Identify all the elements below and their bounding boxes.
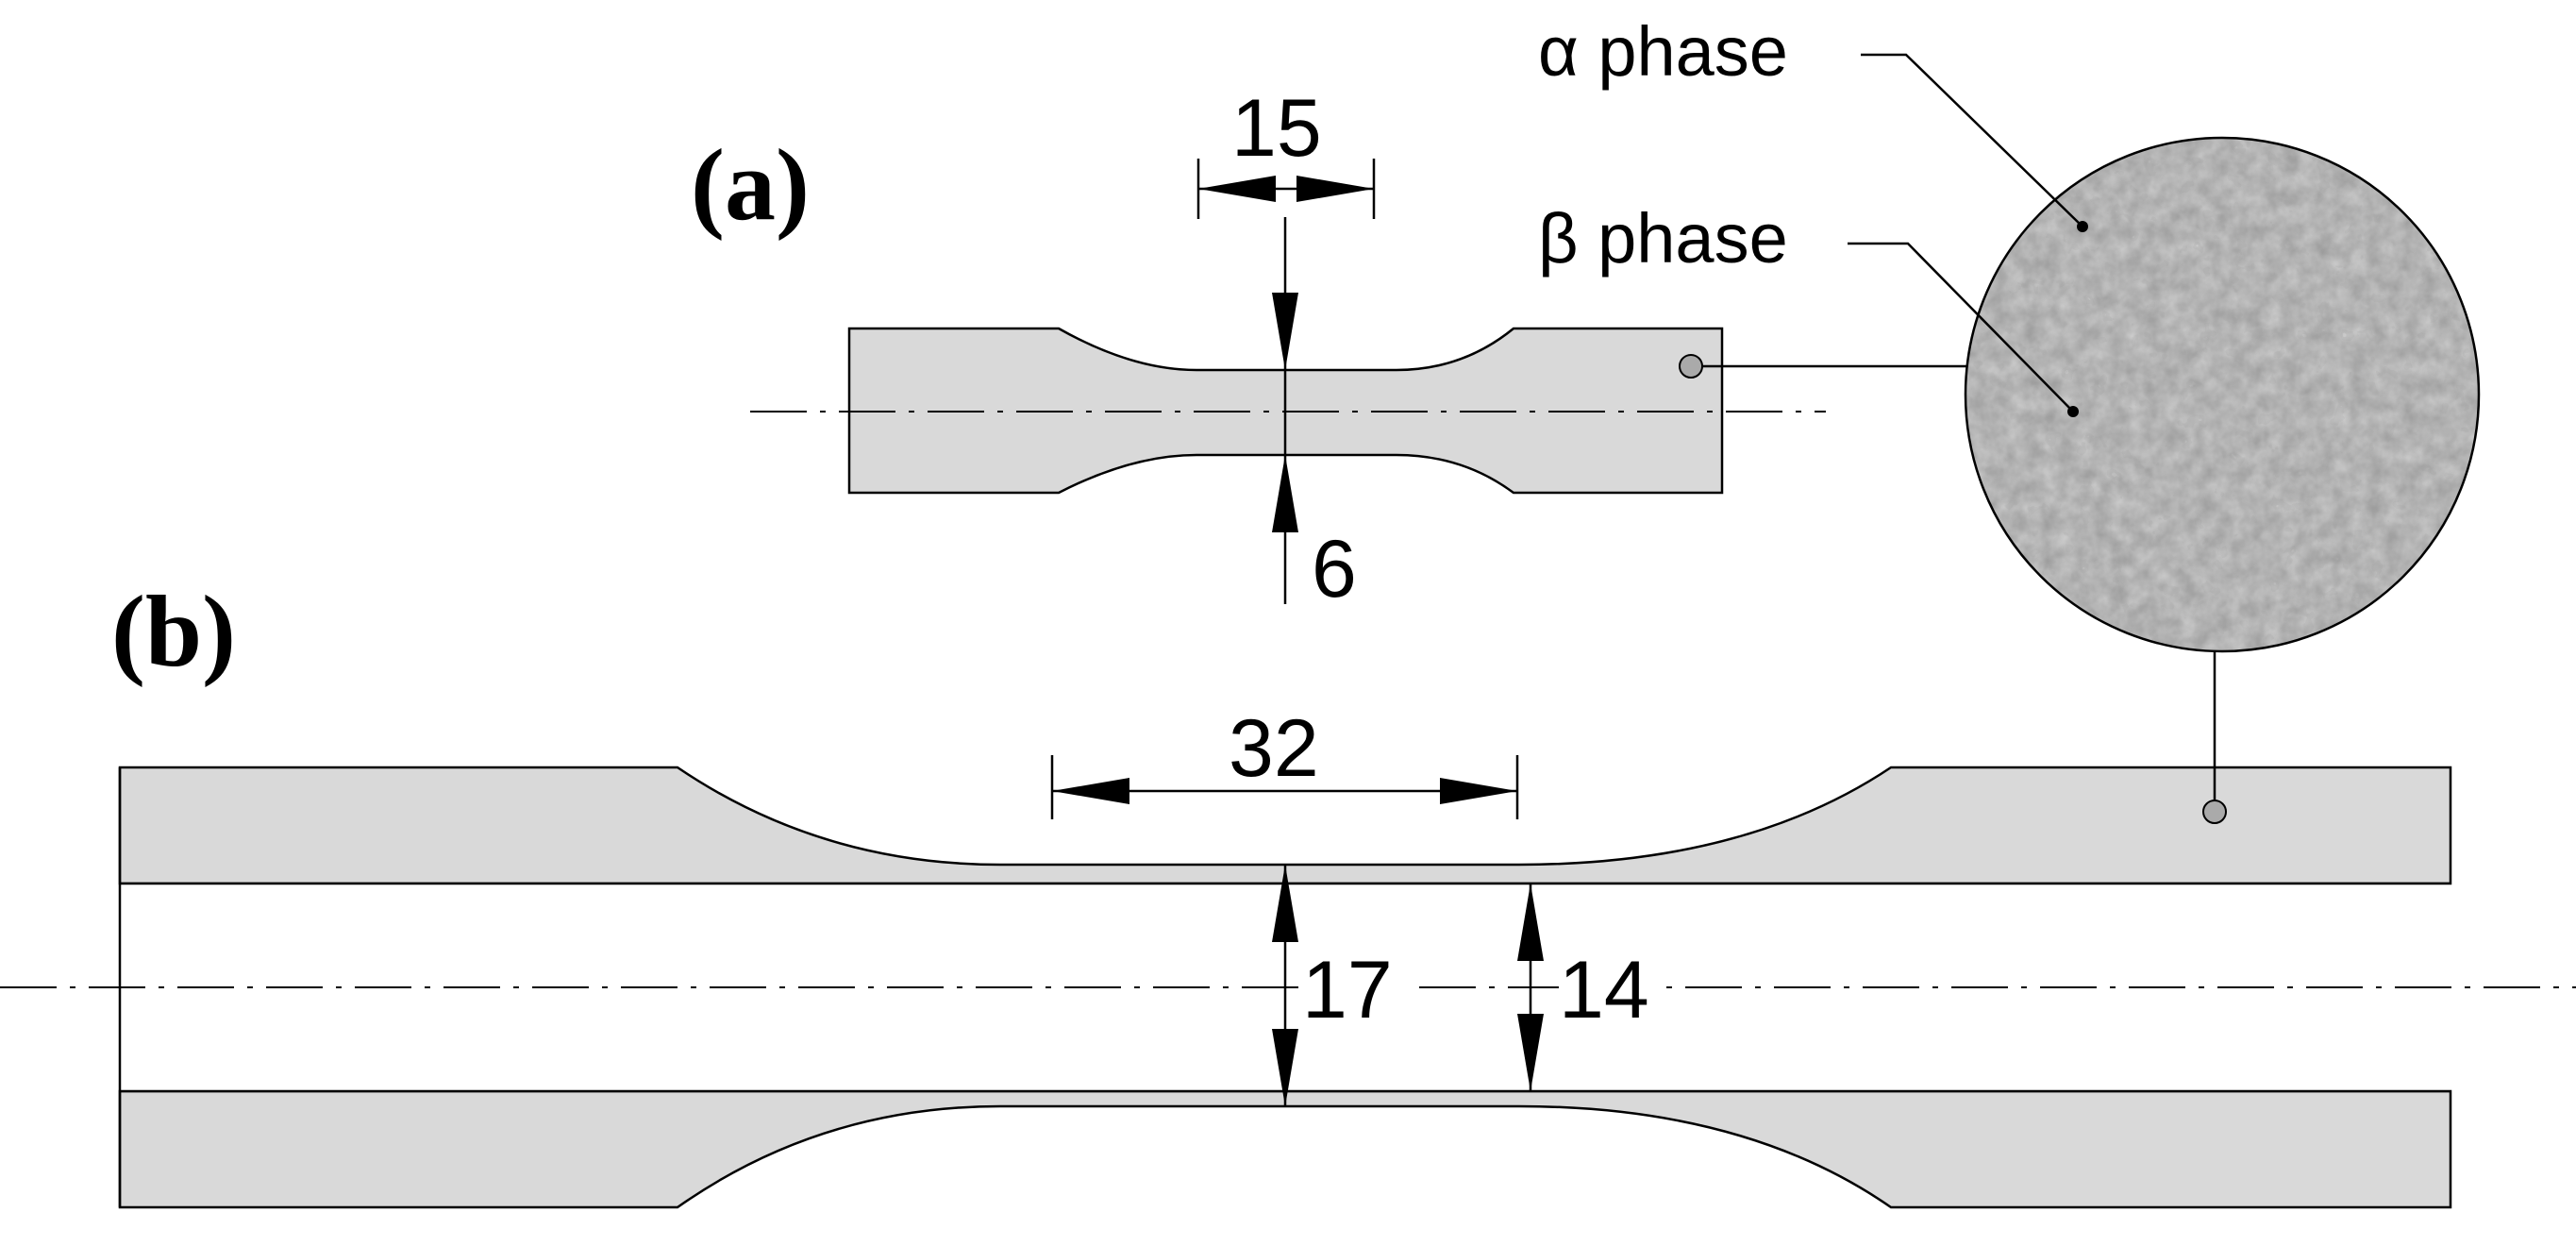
specimen-b-outer-arrow-top xyxy=(1272,865,1298,942)
specimen-b-inner-value: 14 xyxy=(1559,945,1649,1036)
label-a: (a) xyxy=(691,129,810,242)
specimen-b-inner-arrow-top xyxy=(1517,884,1544,961)
beta-phase-marker xyxy=(2067,406,2079,417)
specimen-b-lower-wall xyxy=(118,1089,2452,1209)
specimen-b-outer-value: 17 xyxy=(1302,945,1393,1036)
specimen-b-inner-arrow-bottom xyxy=(1517,1014,1544,1091)
micrograph-border xyxy=(1964,136,2481,653)
micrograph: α phase β phase xyxy=(1538,12,2481,824)
specimen-b-inner-label-bg xyxy=(1559,951,1663,1021)
specimen-a-length-arrow-left xyxy=(1198,176,1276,202)
beta-phase-leader xyxy=(1848,242,2074,413)
specimen-b-length-arrow-right xyxy=(1440,778,1517,804)
specimen-a-width-arrow-top xyxy=(1272,293,1298,370)
specimen-b-outer-arrow-bottom xyxy=(1272,1029,1298,1106)
specimen-a-width-value: 6 xyxy=(1312,524,1357,615)
micrograph-image xyxy=(1965,138,2479,651)
label-b: (b) xyxy=(111,576,236,688)
specimen-a-length-arrow-right xyxy=(1296,176,1374,202)
specimen-b-length-value: 32 xyxy=(1229,703,1319,794)
specimen-a-length-value: 15 xyxy=(1231,83,1322,174)
alpha-phase-marker xyxy=(2077,221,2088,232)
specimen-a-sample-point xyxy=(1679,354,1703,379)
specimen-a: 15 6 (a) xyxy=(691,83,1826,615)
specimen-b-length-arrow-left xyxy=(1052,778,1129,804)
specimen-b: 32 17 14 (b) xyxy=(0,576,2576,1209)
specimen-b-outer-label-bg xyxy=(1302,951,1406,1021)
alpha-phase-leader xyxy=(1861,53,2083,227)
beta-phase-label: β phase xyxy=(1538,199,1788,278)
specimen-b-upper-wall xyxy=(118,766,2452,885)
alpha-phase-label: α phase xyxy=(1538,12,1788,91)
specimen-a-width-arrow-bottom xyxy=(1272,455,1298,532)
specimen-b-sample-point xyxy=(2202,800,2227,824)
